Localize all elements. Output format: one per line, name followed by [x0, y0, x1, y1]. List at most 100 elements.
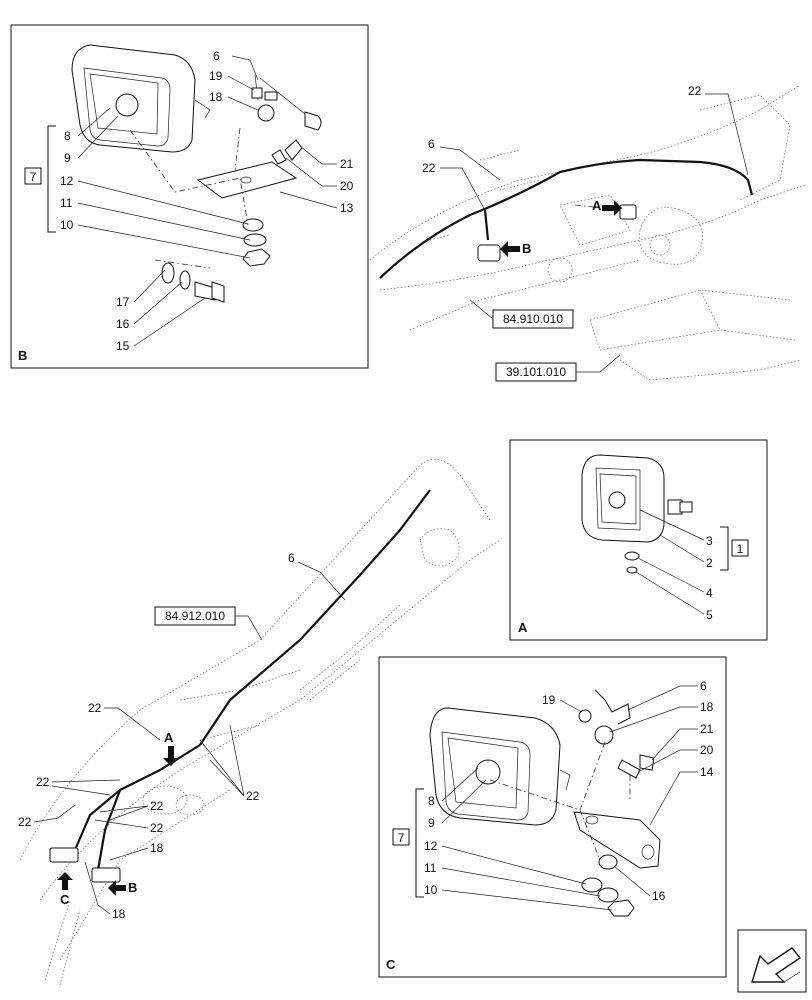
label-15-b: 15 [116, 339, 130, 353]
label-22-top-left: 22 [422, 161, 436, 175]
group-box-1-a [731, 539, 749, 557]
label-12-c: 12 [424, 839, 438, 853]
label-18-bottom-a: 18 [150, 841, 164, 855]
washer-16-c [598, 854, 618, 870]
group-box-7-b-label: 7 [30, 170, 37, 184]
navigation-arrow-icon[interactable] [737, 929, 807, 993]
washer-5-a [626, 566, 638, 574]
group-box-7-c-label: 7 [398, 831, 405, 845]
label-6-top: 6 [428, 137, 435, 151]
label-3-a: 3 [706, 534, 713, 548]
ref-84-912-010-label: 84.912.010 [165, 609, 225, 623]
label-19-b: 19 [209, 69, 223, 83]
label-6-c: 6 [700, 679, 707, 693]
panel-c: C 7 19 6 18 21 20 [378, 656, 727, 978]
label-22-top-right: 22 [688, 84, 702, 98]
arrow-b-bottom-icon [108, 880, 126, 896]
washer-12-c [581, 877, 603, 893]
panel-a-letter: A [518, 620, 528, 635]
label-2-a: 2 [706, 556, 713, 570]
label-22-bottom-e: 22 [18, 815, 32, 829]
arrow-b-top-label: B [522, 241, 531, 256]
label-5-a: 5 [706, 608, 713, 622]
arrow-a-top-label: A [592, 198, 602, 213]
arrow-b-top-icon [500, 241, 520, 257]
label-21-c: 21 [700, 722, 714, 736]
label-11-b: 11 [60, 196, 73, 210]
label-22-bottom-d: 22 [150, 799, 164, 813]
label-17-b: 17 [116, 295, 130, 309]
label-16-c: 16 [652, 889, 666, 903]
washer-17 [161, 262, 175, 284]
panel-b: B [10, 24, 369, 369]
arrow-a-bottom-label: A [164, 730, 174, 745]
harness-6-top [379, 158, 754, 279]
bracket-13 [196, 161, 298, 199]
label-14-c: 14 [700, 765, 714, 779]
bolt-21-c [639, 754, 655, 771]
label-9-b: 9 [64, 151, 71, 165]
arrow-c-bottom-label: C [60, 892, 70, 907]
label-16-b: 16 [116, 317, 130, 331]
work-light-b [71, 44, 211, 153]
label-6-b: 6 [213, 49, 220, 63]
connector-c [594, 689, 631, 725]
group-box-7-b [24, 167, 42, 185]
panel-a: A 1 3 2 4 5 [509, 439, 768, 641]
arrow-a-top-icon [602, 200, 622, 216]
bolt-21 [284, 139, 303, 161]
label-18-c: 18 [700, 700, 714, 714]
group-box-1-a-label: 1 [737, 542, 744, 556]
label-20-b: 20 [340, 179, 354, 193]
label-4-a: 4 [706, 586, 713, 600]
label-9-c: 9 [428, 816, 435, 830]
label-8-c: 8 [428, 794, 435, 808]
label-21-b: 21 [340, 157, 354, 171]
panel-b-letter: B [18, 348, 27, 363]
arrow-c-bottom-icon [57, 872, 73, 890]
overview-bottom: C B A 6 22 22 22 22 22 22 18 18 84.912.0… [18, 459, 501, 986]
bulb-a [608, 491, 626, 509]
bolt-20-c [617, 759, 641, 779]
label-10-b: 10 [60, 218, 74, 232]
bolt-15 [194, 281, 216, 301]
washer-12 [242, 218, 264, 232]
group-box-7-c [392, 828, 410, 846]
label-18-b: 18 [209, 90, 223, 104]
lamp-22-top [477, 244, 501, 262]
lamp-b-bottom [91, 867, 121, 883]
arrow-b-bottom-label: B [128, 880, 137, 895]
label-13-b: 13 [340, 201, 354, 215]
harness-6-bottom [199, 489, 431, 746]
ref-39-101-010-label: 39.101.010 [506, 365, 566, 379]
lamp-c-bottom [49, 847, 79, 863]
bulb-c [475, 759, 501, 785]
washer-4-a [624, 551, 640, 561]
bracket-14 [573, 811, 661, 869]
label-8-b: 8 [64, 129, 71, 143]
washer-16 [179, 270, 191, 290]
connector-b [251, 74, 322, 131]
lamp-a-top [619, 204, 637, 220]
nut-10-c [607, 899, 635, 917]
work-light-c [429, 707, 571, 826]
label-20-c: 20 [700, 743, 714, 757]
panel-a-frame [509, 439, 768, 641]
overview-top: A B 6 22 22 84.910.010 39.101.010 [369, 84, 806, 382]
label-10-c: 10 [424, 883, 438, 897]
panel-c-letter: C [386, 957, 396, 972]
panel-b-frame [10, 24, 369, 369]
ref-84-910-010-label: 84.910.010 [503, 312, 563, 326]
label-22-bottom-b: 22 [246, 789, 260, 803]
label-11-c: 11 [424, 861, 437, 875]
label-22-bottom-f: 22 [150, 821, 164, 835]
label-18-bottom-b: 18 [112, 907, 126, 921]
nut-10 [242, 248, 271, 267]
panel-c-frame [378, 656, 727, 978]
label-22-bottom-c: 22 [36, 775, 50, 789]
bulb-b [115, 93, 139, 117]
label-12-b: 12 [60, 174, 74, 188]
arrow-a-bottom-icon [163, 746, 179, 766]
label-6-bottom: 6 [288, 551, 295, 565]
